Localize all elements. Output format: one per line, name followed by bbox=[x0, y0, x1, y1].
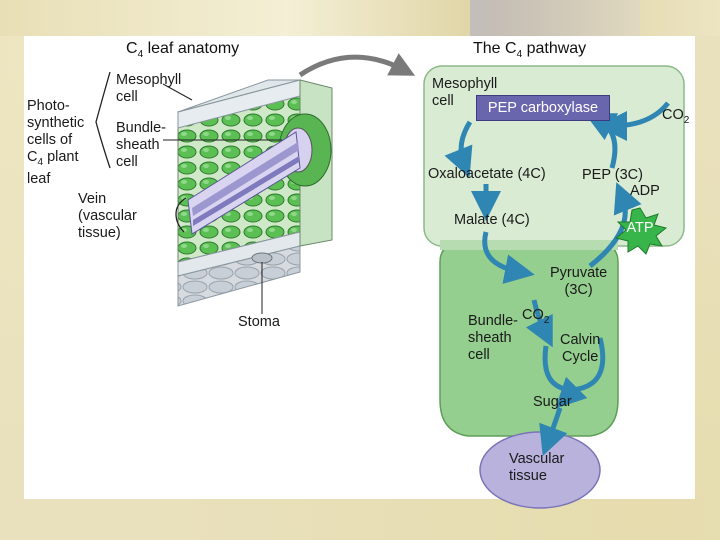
anatomy-title: C4 leaf anatomy bbox=[126, 40, 240, 61]
pep-carboxylase-box: PEP carboxylase bbox=[476, 95, 610, 121]
to-oxaloacetate-arrow bbox=[444, 120, 473, 178]
malate-label: Malate (4C) bbox=[454, 212, 530, 228]
vascular-tissue-label: Vascular tissue bbox=[509, 451, 565, 484]
photosynthetic-cells-label: Photo- synthetic cells of C4 plant leaf bbox=[27, 98, 85, 187]
co2-to-calvin-arrow bbox=[525, 299, 553, 348]
calvin-cycle-label: Calvin Cycle bbox=[560, 332, 601, 365]
adp-label: ADP bbox=[630, 183, 660, 199]
background-stripe-right-accent bbox=[470, 0, 640, 36]
vein-label: Vein (vascular tissue) bbox=[78, 191, 137, 241]
stoma-label: Stoma bbox=[238, 314, 280, 330]
oxaloacetate-label: Oxaloacetate (4C) bbox=[428, 166, 546, 182]
anatomy-mesophyll-label: Mesophyll cell bbox=[116, 72, 182, 105]
pyruvate-to-pep-arrow bbox=[588, 182, 642, 268]
background-stripe-top bbox=[0, 0, 720, 36]
photosynthetic-bracket bbox=[95, 71, 111, 169]
pathway-bundle-sheath-label: Bundle- sheath cell bbox=[468, 313, 518, 363]
atp-burst bbox=[614, 207, 668, 255]
mesophyll-leader-line bbox=[162, 83, 193, 101]
co2-entry-arrow bbox=[597, 101, 670, 141]
pep-loop-arrow bbox=[584, 113, 619, 169]
pathway-mesophyll-label: Mesophyll cell bbox=[432, 76, 498, 109]
co2-mid-label: CO2 bbox=[522, 307, 550, 326]
pathway-arrows bbox=[444, 101, 670, 457]
sugar-to-vascular-arrow bbox=[539, 407, 568, 457]
pathway-title: The C4 pathway bbox=[473, 40, 587, 61]
pep-label: PEP (3C) bbox=[582, 167, 643, 183]
atp-label: ATP bbox=[626, 220, 654, 236]
cell-junction bbox=[440, 240, 618, 250]
zoom-arrow bbox=[298, 53, 416, 78]
co2-top-label: CO2 bbox=[662, 107, 690, 126]
anatomy-bundle-sheath-label: Bundle- sheath cell bbox=[116, 120, 166, 170]
vein-bracket bbox=[175, 197, 187, 233]
to-pyruvate-arrow bbox=[482, 231, 535, 284]
pyruvate-label: Pyruvate (3C) bbox=[550, 265, 608, 298]
leaf-block bbox=[176, 79, 333, 307]
sugar-label: Sugar bbox=[533, 394, 572, 410]
